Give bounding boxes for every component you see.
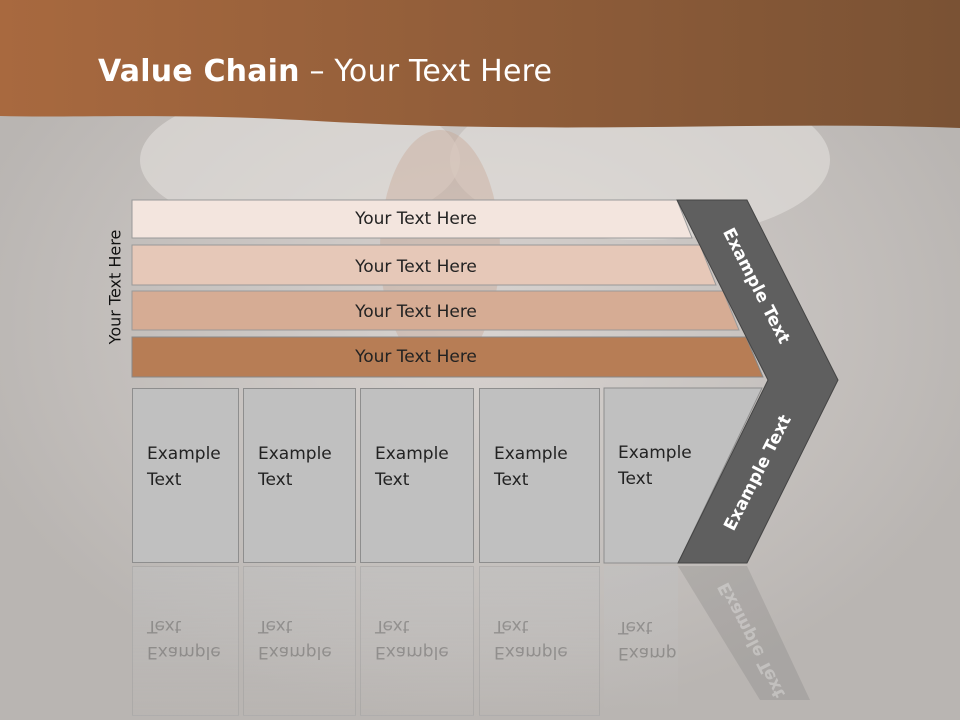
- row-label-2: Your Text Here: [355, 257, 477, 277]
- row-label-3: Your Text Here: [355, 302, 477, 322]
- title-bold: Value Chain: [98, 54, 300, 89]
- row-bar-4: [131, 336, 764, 378]
- title-rest: – Your Text Here: [299, 54, 553, 89]
- chevron-arrow: [676, 199, 839, 564]
- header-band: [0, 0, 960, 128]
- chevron-reflection: [678, 566, 810, 700]
- row-label-1: Your Text Here: [355, 209, 477, 229]
- row-bar-2: [131, 244, 717, 286]
- page-title: Value Chain – Your Text Here: [98, 54, 552, 89]
- row-bar-3: [131, 290, 740, 331]
- row-bar-1: [131, 199, 693, 239]
- row-label-4: Your Text Here: [355, 347, 477, 367]
